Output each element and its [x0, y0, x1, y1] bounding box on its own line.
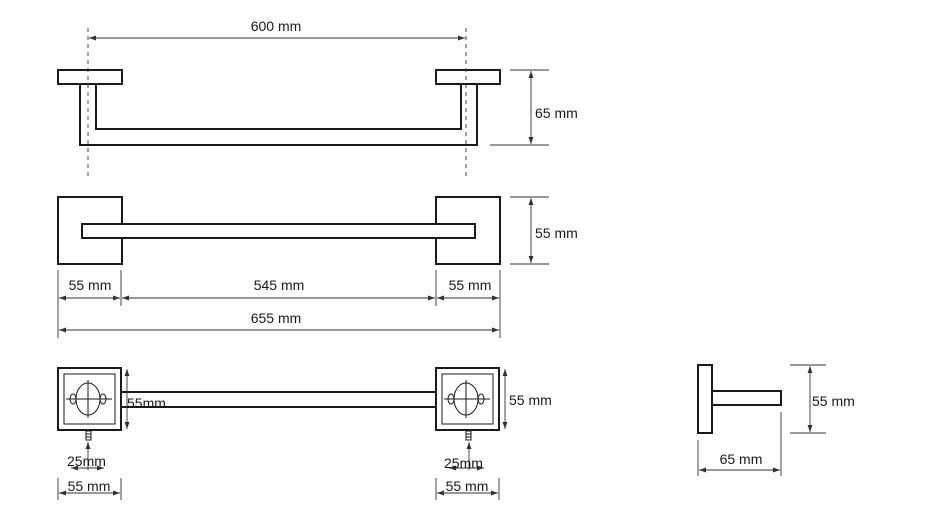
dim-label-front-width: 600 mm — [251, 18, 302, 34]
front-towel-bar-inner — [95, 84, 462, 130]
front-right-plate — [435, 69, 501, 85]
dim-label-front-height: 65 mm — [535, 105, 578, 121]
rear-left-plate — [57, 367, 122, 431]
dim-label-side-projection: 65 mm — [720, 451, 763, 467]
side-view: 55 mm 65 mm — [697, 364, 855, 476]
dim-label-base-left: 55 mm — [69, 277, 112, 293]
front-view: 600 mm 65 mm — [57, 18, 578, 176]
dim-label-bar-length: 545 mm — [254, 277, 305, 293]
dim-label-base-side-right: 55 mm — [509, 392, 552, 408]
dim-label-base-right: 55 mm — [449, 277, 492, 293]
rear-view: 55mm 55 mm 25mm 25mm 55 mm 55 mm — [57, 367, 552, 500]
dim-label-top-depth: 55 mm — [535, 225, 578, 241]
dim-label-base-inner-left: 55mm — [127, 395, 166, 411]
side-plate — [697, 364, 713, 434]
side-bar — [711, 390, 782, 406]
rear-left-set-screw — [85, 430, 92, 441]
dim-label-hole-right: 25mm — [444, 455, 483, 471]
dim-label-base-bottom-right: 55 mm — [446, 478, 489, 494]
rear-left-plate-inner — [63, 373, 116, 425]
dim-label-base-bottom-left: 55 mm — [68, 478, 111, 494]
rear-right-set-screw — [465, 430, 472, 441]
dim-label-overall-length: 655 mm — [251, 310, 302, 326]
top-bar — [81, 223, 476, 239]
rear-right-plate — [435, 367, 500, 431]
dim-label-side-height: 55 mm — [812, 393, 855, 409]
rear-right-plate-inner — [441, 373, 494, 425]
front-left-plate — [57, 69, 123, 85]
dim-label-hole-left: 25mm — [67, 453, 106, 469]
top-view: 55 mm 55 mm 545 mm 55 mm 655 mm — [57, 196, 578, 338]
front-towel-bar-outer — [79, 84, 478, 146]
